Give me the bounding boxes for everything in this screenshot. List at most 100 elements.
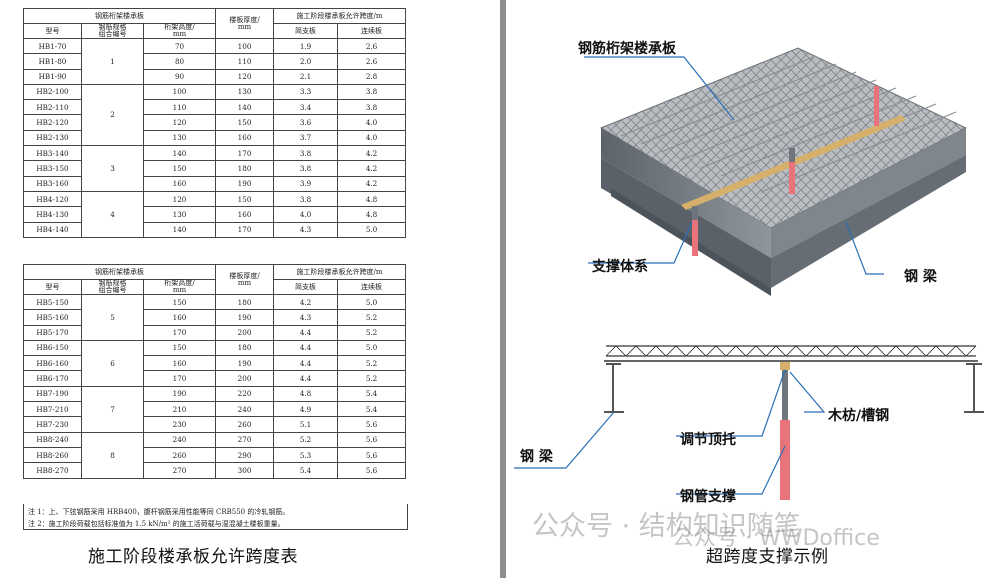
cell-simple: 4.3 [273,221,339,238]
cell-group: 8 [81,431,144,479]
cell-simple: 3.8 [273,190,339,208]
cell-thickness: 180 [215,293,275,311]
cell-thickness: 120 [215,68,275,85]
label-steel-beam-elevation: 钢 梁 [520,449,553,465]
cell-continuous: 3.8 [337,99,407,116]
cell-model: HB2-120 [23,114,82,131]
cell-simple: 4.4 [273,355,339,372]
header-thickness: 楼板厚度/ mm [215,8,275,39]
cell-height: 270 [142,462,217,479]
cell-simple: 5.4 [273,462,339,479]
cell-model: HB7-230 [23,416,82,433]
cell-simple: 5.2 [273,431,339,448]
cell-simple: 4.4 [273,339,339,357]
cell-thickness: 200 [215,324,275,341]
cell-thickness: 290 [215,446,275,464]
cell-model: HB6-150 [23,339,82,357]
cell-model: HB2-110 [23,99,82,116]
cell-continuous: 4.0 [337,129,407,147]
cell-simple: 5.3 [273,446,339,464]
cell-simple: 3.8 [273,160,339,177]
label-adjust-top: 调节顶托 [680,432,736,448]
cell-height: 150 [142,160,217,177]
right-panel: 钢筋桁架楼承板 支撑体系 钢 梁 钢 梁 木枋/槽钢 调节顶托 钢管支撑 超跨度… [506,0,990,578]
cell-height: 90 [142,68,217,85]
header-span-group: 施工阶段楼承板允许跨度/m [273,264,407,280]
cell-height: 160 [142,309,217,326]
cell-simple: 4.2 [273,293,339,311]
header-simple: 简支板 [273,23,339,39]
cell-continuous: 4.8 [337,190,407,208]
cell-thickness: 150 [215,114,275,131]
header-thickness: 楼板厚度/ mm [215,264,275,295]
cell-continuous: 5.6 [337,462,407,479]
cell-model: HB5-160 [23,309,82,326]
cell-height: 230 [142,416,217,433]
cell-thickness: 260 [215,416,275,433]
cell-continuous: 4.0 [337,114,407,131]
header-height: 桁架高度/ mm [142,23,217,39]
cell-simple: 4.0 [273,206,339,223]
table-title: 钢筋桁架楼承板 [22,264,217,280]
cell-simple: 3.3 [273,83,339,101]
cell-thickness: 170 [215,145,275,162]
cell-height: 140 [142,145,217,162]
cell-model: HB4-130 [23,206,82,223]
cell-model: HB8-260 [23,446,82,464]
note-1: 注 1：上、下弦钢筋采用 HRB400，腹杆钢筋采用性能等同 CRB550 的冷… [28,508,290,516]
cell-thickness: 300 [215,462,275,479]
label-wood-channel: 木枋/槽钢 [828,408,890,424]
leader-lines [514,56,884,495]
cell-thickness: 270 [215,431,275,448]
cell-simple: 4.8 [273,385,339,403]
deck-3d-view [599,47,968,296]
cell-simple: 2.0 [273,53,339,70]
cell-simple: 3.6 [273,114,339,131]
cell-model: HB1-80 [23,53,82,70]
cell-continuous: 2.6 [337,53,407,70]
cell-model: HB7-210 [23,401,82,418]
table-subheader-row: 简支板连续板 [24,23,407,39]
watermark-1: 公众号 · 结构知识随笔 [532,511,801,542]
cell-simple: 5.1 [273,416,339,433]
note-2: 注 2：施工阶段荷载包括标准值为 1.5 kN/m² 的施工活荷载与湿混凝土楼板… [28,520,285,528]
cell-group: 7 [81,385,144,433]
header-model: 型号 [23,23,82,39]
cell-model: HB2-130 [23,129,82,147]
elevation-view [604,345,984,500]
cell-continuous: 5.4 [337,385,407,403]
cell-thickness: 190 [215,175,275,192]
cell-model: HB6-170 [23,370,82,387]
cell-continuous: 5.2 [337,355,407,372]
cell-height: 100 [142,83,217,101]
cell-simple: 1.9 [273,37,339,55]
label-steel-beam-3d: 钢 梁 [904,269,937,285]
cell-thickness: 180 [215,339,275,357]
support-illustration [514,47,984,500]
cell-height: 160 [142,355,217,372]
cell-thickness: 100 [215,37,275,55]
cell-model: HB5-150 [23,293,82,311]
cell-simple: 2.1 [273,68,339,85]
right-caption: 超跨度支撑示例 [706,547,829,567]
cell-thickness: 160 [215,129,275,147]
cell-height: 130 [142,129,217,147]
table-title: 钢筋桁架楼承板 [22,8,217,24]
cell-continuous: 5.0 [337,339,407,357]
cell-thickness: 200 [215,370,275,387]
cell-height: 190 [142,385,217,403]
cell-height: 160 [142,175,217,192]
